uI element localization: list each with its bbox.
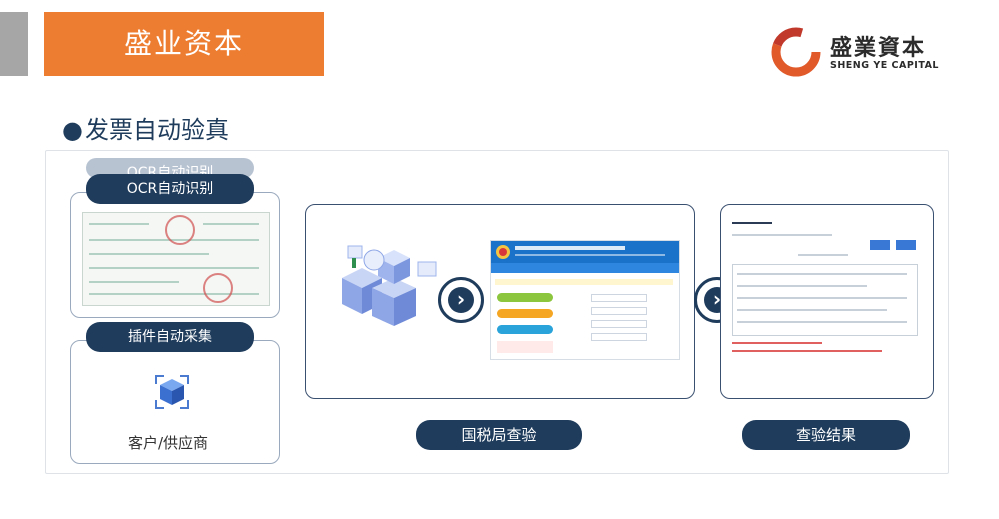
result-red-note bbox=[732, 350, 882, 352]
result-line bbox=[737, 321, 907, 323]
website-warning bbox=[497, 341, 553, 353]
website-green-button bbox=[497, 293, 553, 302]
logo-chinese-text: 盛業資本 bbox=[830, 30, 926, 62]
tax-bureau-pill: 国税局查验 bbox=[416, 420, 582, 450]
website-header bbox=[491, 241, 679, 263]
invoice-line bbox=[89, 223, 149, 225]
website-field bbox=[591, 294, 647, 302]
result-table bbox=[732, 264, 918, 336]
invoice-line bbox=[203, 223, 259, 225]
website-field bbox=[591, 320, 647, 328]
invoice-line bbox=[89, 293, 259, 295]
result-screenshot bbox=[728, 216, 920, 364]
logo-mark-icon bbox=[770, 26, 822, 78]
plugin-pill: 插件自动采集 bbox=[86, 322, 254, 352]
result-button bbox=[896, 240, 916, 250]
customer-cube-icon bbox=[150, 370, 194, 414]
section-title: ●发票自动验真 bbox=[62, 110, 229, 145]
website-notice bbox=[495, 279, 673, 285]
result-line bbox=[737, 285, 867, 287]
isometric-illustration bbox=[318, 222, 446, 350]
website-nav bbox=[491, 263, 679, 273]
website-field bbox=[591, 307, 647, 315]
result-line bbox=[737, 273, 907, 275]
website-subtitle-bar bbox=[515, 254, 665, 256]
website-blue-button bbox=[497, 325, 553, 334]
invoice-seal-icon bbox=[165, 215, 195, 245]
result-line bbox=[737, 309, 887, 311]
website-title-bar bbox=[515, 246, 625, 250]
ocr-pill: OCR自动识别 bbox=[86, 174, 254, 204]
invoice-image bbox=[82, 212, 270, 306]
website-orange-button bbox=[497, 309, 553, 318]
invoice-line bbox=[89, 281, 179, 283]
result-button bbox=[870, 240, 890, 250]
result-pill: 查验结果 bbox=[742, 420, 910, 450]
website-field bbox=[591, 333, 647, 341]
result-line bbox=[798, 254, 848, 256]
result-line bbox=[732, 234, 832, 236]
bullet-icon: ● bbox=[62, 116, 83, 144]
arrow-step-1: › bbox=[438, 277, 484, 323]
tax-website-screenshot bbox=[490, 240, 680, 360]
section-title-text: 发票自动验真 bbox=[85, 116, 229, 144]
invoice-seal-icon bbox=[203, 273, 233, 303]
emblem-icon bbox=[495, 244, 511, 260]
invoice-line bbox=[89, 267, 259, 269]
invoice-line bbox=[89, 253, 209, 255]
header-side-block bbox=[0, 12, 28, 76]
customer-label: 客户/供应商 bbox=[128, 432, 208, 453]
result-title-bar bbox=[732, 222, 772, 224]
page-title: 盛业资本 bbox=[44, 12, 324, 76]
result-red-note bbox=[732, 342, 822, 344]
result-line bbox=[737, 297, 907, 299]
company-logo: 盛業資本 SHENG YE CAPITAL bbox=[770, 24, 950, 80]
logo-english-text: SHENG YE CAPITAL bbox=[830, 60, 939, 71]
chevron-right-icon: › bbox=[448, 287, 474, 313]
